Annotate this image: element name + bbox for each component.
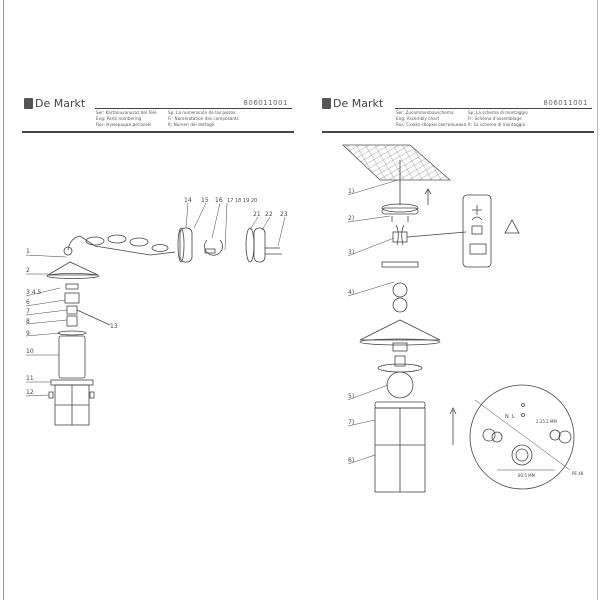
- dimension-label: 2.25.2 MM: [536, 419, 557, 424]
- part-label: 3 4 5: [26, 289, 41, 296]
- brand-logo: De Markt: [322, 97, 383, 110]
- divider: [95, 108, 292, 109]
- step-label: 7): [348, 419, 354, 426]
- dimension-label: 80.5 MM: [518, 473, 536, 478]
- header-col1: Ser: Zusammenbauschema Eng: Assembly cha…: [396, 110, 467, 127]
- product-code: 806011001: [243, 99, 288, 107]
- wiring-detail-box: [462, 194, 492, 268]
- terminal-label: L: [512, 414, 515, 420]
- step-label: 2): [348, 215, 354, 222]
- arrow-up-icon: [424, 188, 432, 205]
- step-label: 6): [348, 457, 354, 464]
- part-label: 8: [26, 318, 30, 325]
- part-label: 12: [26, 389, 34, 396]
- part-label: 9: [26, 330, 30, 337]
- left-page: De Markt 806011001 Ser: Kartanuvanusaz d…: [22, 97, 294, 426]
- header-col2: Sp: La schema di montaggio Fr: Schéma d'…: [468, 110, 528, 127]
- right-page: De Markt 806011001 Ser: Zusammenbauschem…: [300, 0, 600, 600]
- exploded-parts-diagram: 1 2 3 4 5 6 7 8 9 10 11 12 13 14 15 16 1…: [25, 197, 288, 426]
- brand-logo: De Markt: [24, 97, 85, 110]
- page-border-left: [3, 0, 4, 600]
- part-label: 14: [184, 197, 192, 204]
- arrow-up-icon: [449, 407, 457, 445]
- ceiling-icon: [341, 144, 452, 181]
- header-col2: Sp: La numeración de las piezas Fr: Numé…: [168, 110, 239, 127]
- logo-mark-icon: [322, 98, 331, 109]
- part-label: 7: [26, 308, 30, 315]
- header-col1: Ser: Kartanuvanusaz del Tele Eng: Parts …: [96, 110, 157, 127]
- step-label: 4): [348, 289, 354, 296]
- part-label: 2: [26, 267, 30, 274]
- part-label: 15: [201, 197, 209, 204]
- part-label: 1: [26, 248, 30, 255]
- dimension-label: PE 48: [572, 471, 584, 476]
- part-label: 16: [215, 197, 223, 204]
- part-label: 6: [26, 299, 30, 306]
- part-label: 17 18 19 20: [227, 198, 257, 204]
- assembly-diagram: 1) 2) 3) 4) 5) 7) 6) 2.25.2 MM 80.5 MM P…: [341, 144, 584, 493]
- part-label: 22: [265, 211, 273, 218]
- part-label: 13: [110, 323, 118, 330]
- header-rule: [22, 131, 294, 133]
- base-plate-detail: [469, 384, 575, 490]
- divider: [395, 108, 592, 109]
- step-label: 1): [348, 188, 354, 195]
- electric-hazard-icon: [504, 219, 520, 234]
- logo-mark-icon: [24, 98, 33, 109]
- part-label: 10: [26, 348, 34, 355]
- part-label: 11: [26, 375, 34, 382]
- page-border-right: [597, 0, 598, 600]
- step-label: 3): [348, 249, 354, 256]
- part-label: 23: [280, 211, 288, 218]
- terminal-label: N: [505, 414, 509, 420]
- product-code: 806011001: [543, 99, 588, 107]
- part-label: 21: [253, 211, 261, 218]
- header-rule: [322, 131, 594, 133]
- step-label: 5): [348, 393, 354, 400]
